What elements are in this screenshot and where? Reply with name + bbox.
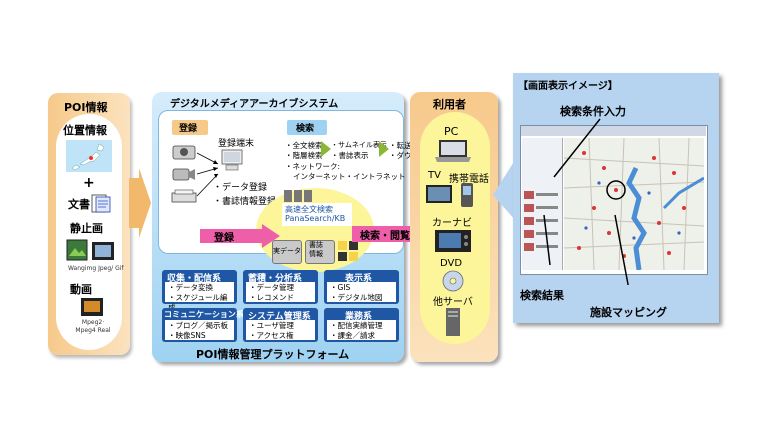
network-label: ・ネットワーク:	[285, 162, 341, 171]
engine-label-box	[282, 203, 352, 226]
register-terminal-label: 登録端末	[218, 139, 255, 149]
search-flow-arrow-2	[379, 141, 389, 157]
japan-map-icon	[66, 140, 112, 172]
video-label: 動画	[70, 283, 92, 296]
subsystem-communication-item-1: ・ブログ／掲示板	[168, 321, 228, 330]
server-icon	[446, 308, 460, 336]
car-navi-icon	[435, 230, 471, 252]
data-register-label: ・データ登録	[213, 183, 268, 193]
screen-image-title: 【画面表示イメージ】	[518, 81, 618, 92]
terminal-pc-icon	[221, 149, 243, 171]
device-tv-label: TV	[428, 170, 441, 181]
search-flow-arrow-1	[321, 141, 331, 157]
media-tiles-icon	[338, 241, 358, 261]
subsystem-admin-title: システム管理系	[248, 312, 311, 322]
video-camera-icon	[172, 168, 195, 181]
search-item-fulltext: ・全文検索	[285, 141, 323, 150]
subsystem-store-items: ・データ管理 ・レコメンド	[246, 282, 315, 302]
platform-title: POI情報管理プラットフォーム	[196, 348, 350, 361]
subsystem-display-item-1: ・GIS	[330, 283, 351, 292]
search-item-hierarchy: ・階層検索	[285, 151, 323, 160]
document-icon	[91, 194, 111, 213]
facility-mapping-label: 施設マッピング	[590, 306, 667, 319]
document-label: 文書	[68, 198, 90, 211]
search-browse-label: 検索・閲覧	[360, 231, 410, 242]
mock-app-toolbar	[521, 126, 706, 136]
device-pc-label: PC	[444, 125, 459, 138]
db-real-data-label: 実データ	[273, 247, 301, 255]
photo-icon	[66, 239, 114, 261]
search-condition-label: 検索条件入力	[560, 105, 626, 118]
subsystem-admin-items: ・ユーザ管理 ・アクセス権	[246, 320, 315, 340]
still-formats: Wangimg Jpeg/ Gif	[68, 265, 124, 272]
server-rack-icon	[284, 190, 312, 202]
search-item-transfer: ・転送	[389, 141, 412, 150]
search-tab	[287, 120, 327, 135]
location-label: 位置情報	[63, 124, 107, 137]
subsystem-business-item-2: ・課金／請求	[330, 331, 375, 340]
register-tab-label: 登録	[179, 124, 198, 134]
still-image-label: 静止画	[70, 222, 103, 235]
device-carnavi-label: カーナビ	[432, 218, 472, 229]
device-other-server-label: 他サーバ	[433, 297, 473, 308]
subsystem-business-title: 業務系	[345, 312, 373, 322]
network-value: インターネット・イントラネット	[293, 172, 406, 181]
camera-icon	[172, 145, 196, 160]
users-title: 利用者	[433, 98, 466, 111]
mobile-phone-icon	[461, 183, 473, 207]
register-tab	[172, 120, 208, 135]
search-tab-label: 検索	[296, 124, 315, 134]
subsystem-display-item-2: ・デジタル地図	[330, 293, 383, 302]
search-result-label: 検索結果	[520, 289, 564, 302]
subsystem-communication-item-2: ・映像SNS	[168, 331, 206, 340]
subsystem-collect-items: ・データ変換 ・スケジュール編成	[165, 282, 234, 312]
register-arrow	[200, 224, 280, 248]
db-biblio-label: 書誌情報	[309, 241, 323, 258]
video-icon	[81, 298, 103, 316]
poi-title: POI情報	[64, 101, 108, 114]
device-mobile-label: 携帯電話	[449, 174, 489, 185]
subsystem-display-title: 表示系	[345, 274, 373, 284]
register-arrow-label: 登録	[214, 233, 234, 244]
device-dvd-label: DVD	[440, 258, 463, 269]
laptop-icon	[435, 140, 471, 162]
subsystem-display-items: ・GIS ・デジタル地図	[327, 282, 396, 302]
tv-icon	[426, 185, 452, 203]
subsystem-communication-title: コミュニケーション系	[164, 310, 244, 319]
mock-result-list	[524, 191, 558, 251]
video-formats: Mpeg2· Mpeg4 Real	[75, 319, 111, 334]
db-biblio	[305, 240, 335, 264]
subsystem-collect-title: 収集・配信系	[167, 274, 222, 284]
subsystem-communication-items: ・ブログ／掲示板 ・映像SNS	[165, 320, 234, 340]
db-real-data	[272, 240, 302, 264]
subsystem-admin-item-1: ・ユーザ管理	[249, 321, 294, 330]
subsystem-store-title: 蓄積・分析系	[248, 274, 303, 284]
dvd-icon	[442, 270, 464, 292]
screen-callout-arrow	[493, 160, 515, 220]
subsystem-business-items: ・配信実績管理 ・課金／請求	[327, 320, 396, 340]
screen-pointer-lines	[543, 118, 629, 285]
dma-system-title: デジタルメディアアーカイブシステム	[170, 99, 339, 110]
subsystem-store-item-1: ・データ管理	[249, 283, 294, 292]
mock-map	[564, 138, 704, 270]
plus-sign: +	[83, 175, 95, 191]
engine-label-line1: 高速全文検索	[285, 205, 333, 214]
scanner-icon	[171, 189, 197, 203]
subsystem-business-item-1: ・配信実績管理	[330, 321, 383, 330]
device-arrows	[196, 152, 219, 197]
subsystem-collect-item-2: ・スケジュール編成	[168, 293, 228, 312]
biblio-register-label: ・書誌情報登録	[213, 197, 277, 207]
poi-to-platform-arrow	[129, 168, 151, 238]
engine-label-line2: PanaSearch/KB	[285, 214, 346, 223]
search-item-biblio: ・書誌表示	[331, 151, 369, 160]
search-item-thumbnail: ・サムネイル表示	[331, 141, 387, 149]
subsystem-admin-item-2: ・アクセス権	[249, 331, 294, 340]
subsystem-collect-item-1: ・データ変換	[168, 283, 213, 292]
subsystem-store-item-2: ・レコメンド	[249, 293, 294, 302]
